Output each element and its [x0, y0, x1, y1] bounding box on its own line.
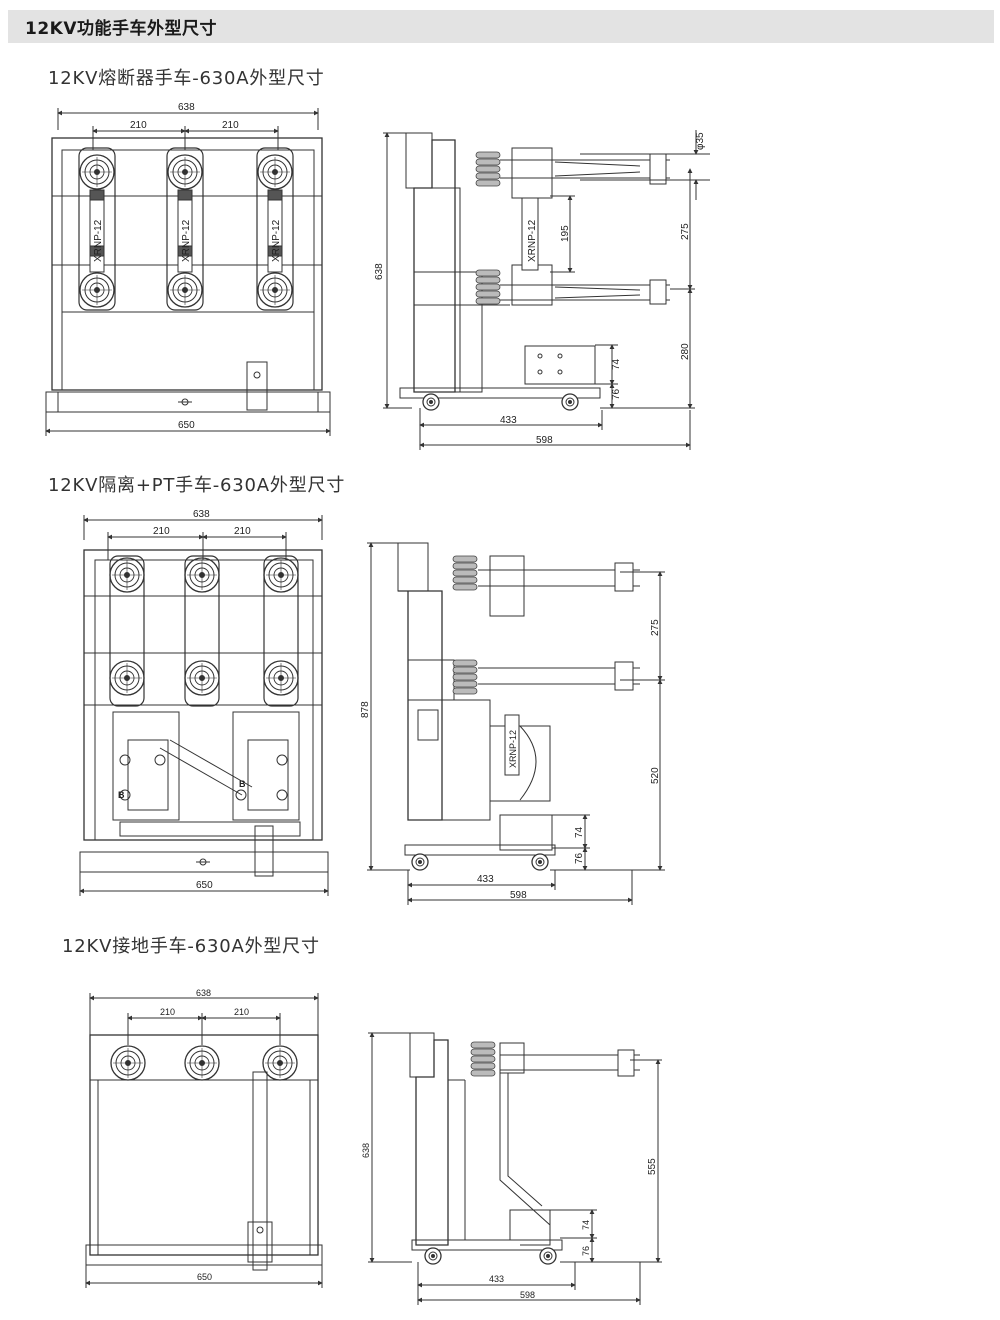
earthing-truck-front-view: [85, 993, 323, 1288]
dim-555: 555: [647, 1158, 658, 1175]
dim-650: 650: [196, 880, 213, 891]
dim-280: 280: [680, 343, 691, 360]
fuse-truck-side-view: [383, 130, 710, 450]
dim-433: 433: [477, 874, 494, 885]
dim-210-left: 210: [160, 1007, 175, 1017]
earthing-truck-side-labels: 638 555 74 76 433 598: [361, 1143, 658, 1300]
dim-638: 638: [193, 509, 210, 520]
dim-210-right: 210: [234, 1007, 249, 1017]
side-fuse-label: XRNP-12: [508, 730, 518, 768]
pt-truck-side-labels: 878 275 520 74 76 433 598 XRNP-12: [360, 619, 661, 901]
pt-truck-side-view: [367, 542, 665, 905]
dim-433: 433: [500, 415, 517, 426]
pt-truck-front-labels: 638 210 210 650 B B: [118, 509, 251, 891]
mark-b-left: B: [118, 790, 125, 800]
dim-650: 650: [178, 420, 195, 431]
section-title-fuse: 12KV熔断器手车-630A外型尺寸: [48, 68, 325, 89]
dim-74: 74: [574, 826, 585, 838]
dim-598: 598: [510, 890, 527, 901]
dim-638: 638: [196, 988, 211, 998]
dim-diameter-35: φ35: [695, 132, 706, 150]
dim-76: 76: [611, 388, 622, 400]
fuse-truck-front-labels: 638 210 210 650 XRNP-12 XRNP-12 XRNP-12: [93, 102, 282, 431]
fuse-label-3: XRNP-12: [271, 219, 282, 262]
dim-195: 195: [560, 225, 571, 242]
dim-74: 74: [611, 358, 622, 370]
dim-210-left: 210: [130, 120, 147, 131]
section-title-earthing: 12KV接地手车-630A外型尺寸: [62, 936, 320, 957]
dim-76: 76: [574, 852, 585, 864]
dim-275: 275: [680, 223, 691, 240]
page-title: 12KV功能手车外型尺寸: [25, 19, 217, 39]
earthing-truck-front-labels: 638 210 210 650: [160, 988, 249, 1282]
dim-210-right: 210: [222, 120, 239, 131]
mark-b-right: B: [239, 779, 246, 789]
section-title-isolation-pt: 12KV隔离+PT手车-630A外型尺寸: [48, 475, 346, 496]
dim-76: 76: [581, 1246, 591, 1256]
dim-433: 433: [489, 1274, 504, 1284]
earthing-truck-side-view: [368, 1032, 662, 1305]
fuse-label-1: XRNP-12: [93, 219, 104, 262]
pt-truck-front-view: [79, 515, 329, 896]
dim-650: 650: [197, 1272, 212, 1282]
fuse-label-2: XRNP-12: [181, 219, 192, 262]
dim-210-right: 210: [234, 526, 251, 537]
dim-74: 74: [581, 1220, 591, 1230]
dim-638: 638: [178, 102, 195, 113]
fuse-truck-front-view: [45, 108, 331, 436]
header-bar: [8, 10, 994, 43]
dim-210-left: 210: [153, 526, 170, 537]
dim-height-638: 638: [361, 1143, 371, 1158]
dim-height-878: 878: [360, 701, 371, 718]
fuse-truck-side-labels: 638 φ35 275 195 280 74 76 433 598 XRNP-1…: [374, 132, 706, 446]
dim-275: 275: [650, 619, 661, 636]
dim-598: 598: [536, 435, 553, 446]
dim-height-638: 638: [374, 263, 385, 280]
dim-598: 598: [520, 1290, 535, 1300]
dim-520: 520: [650, 767, 661, 784]
side-fuse-label: XRNP-12: [527, 219, 538, 262]
